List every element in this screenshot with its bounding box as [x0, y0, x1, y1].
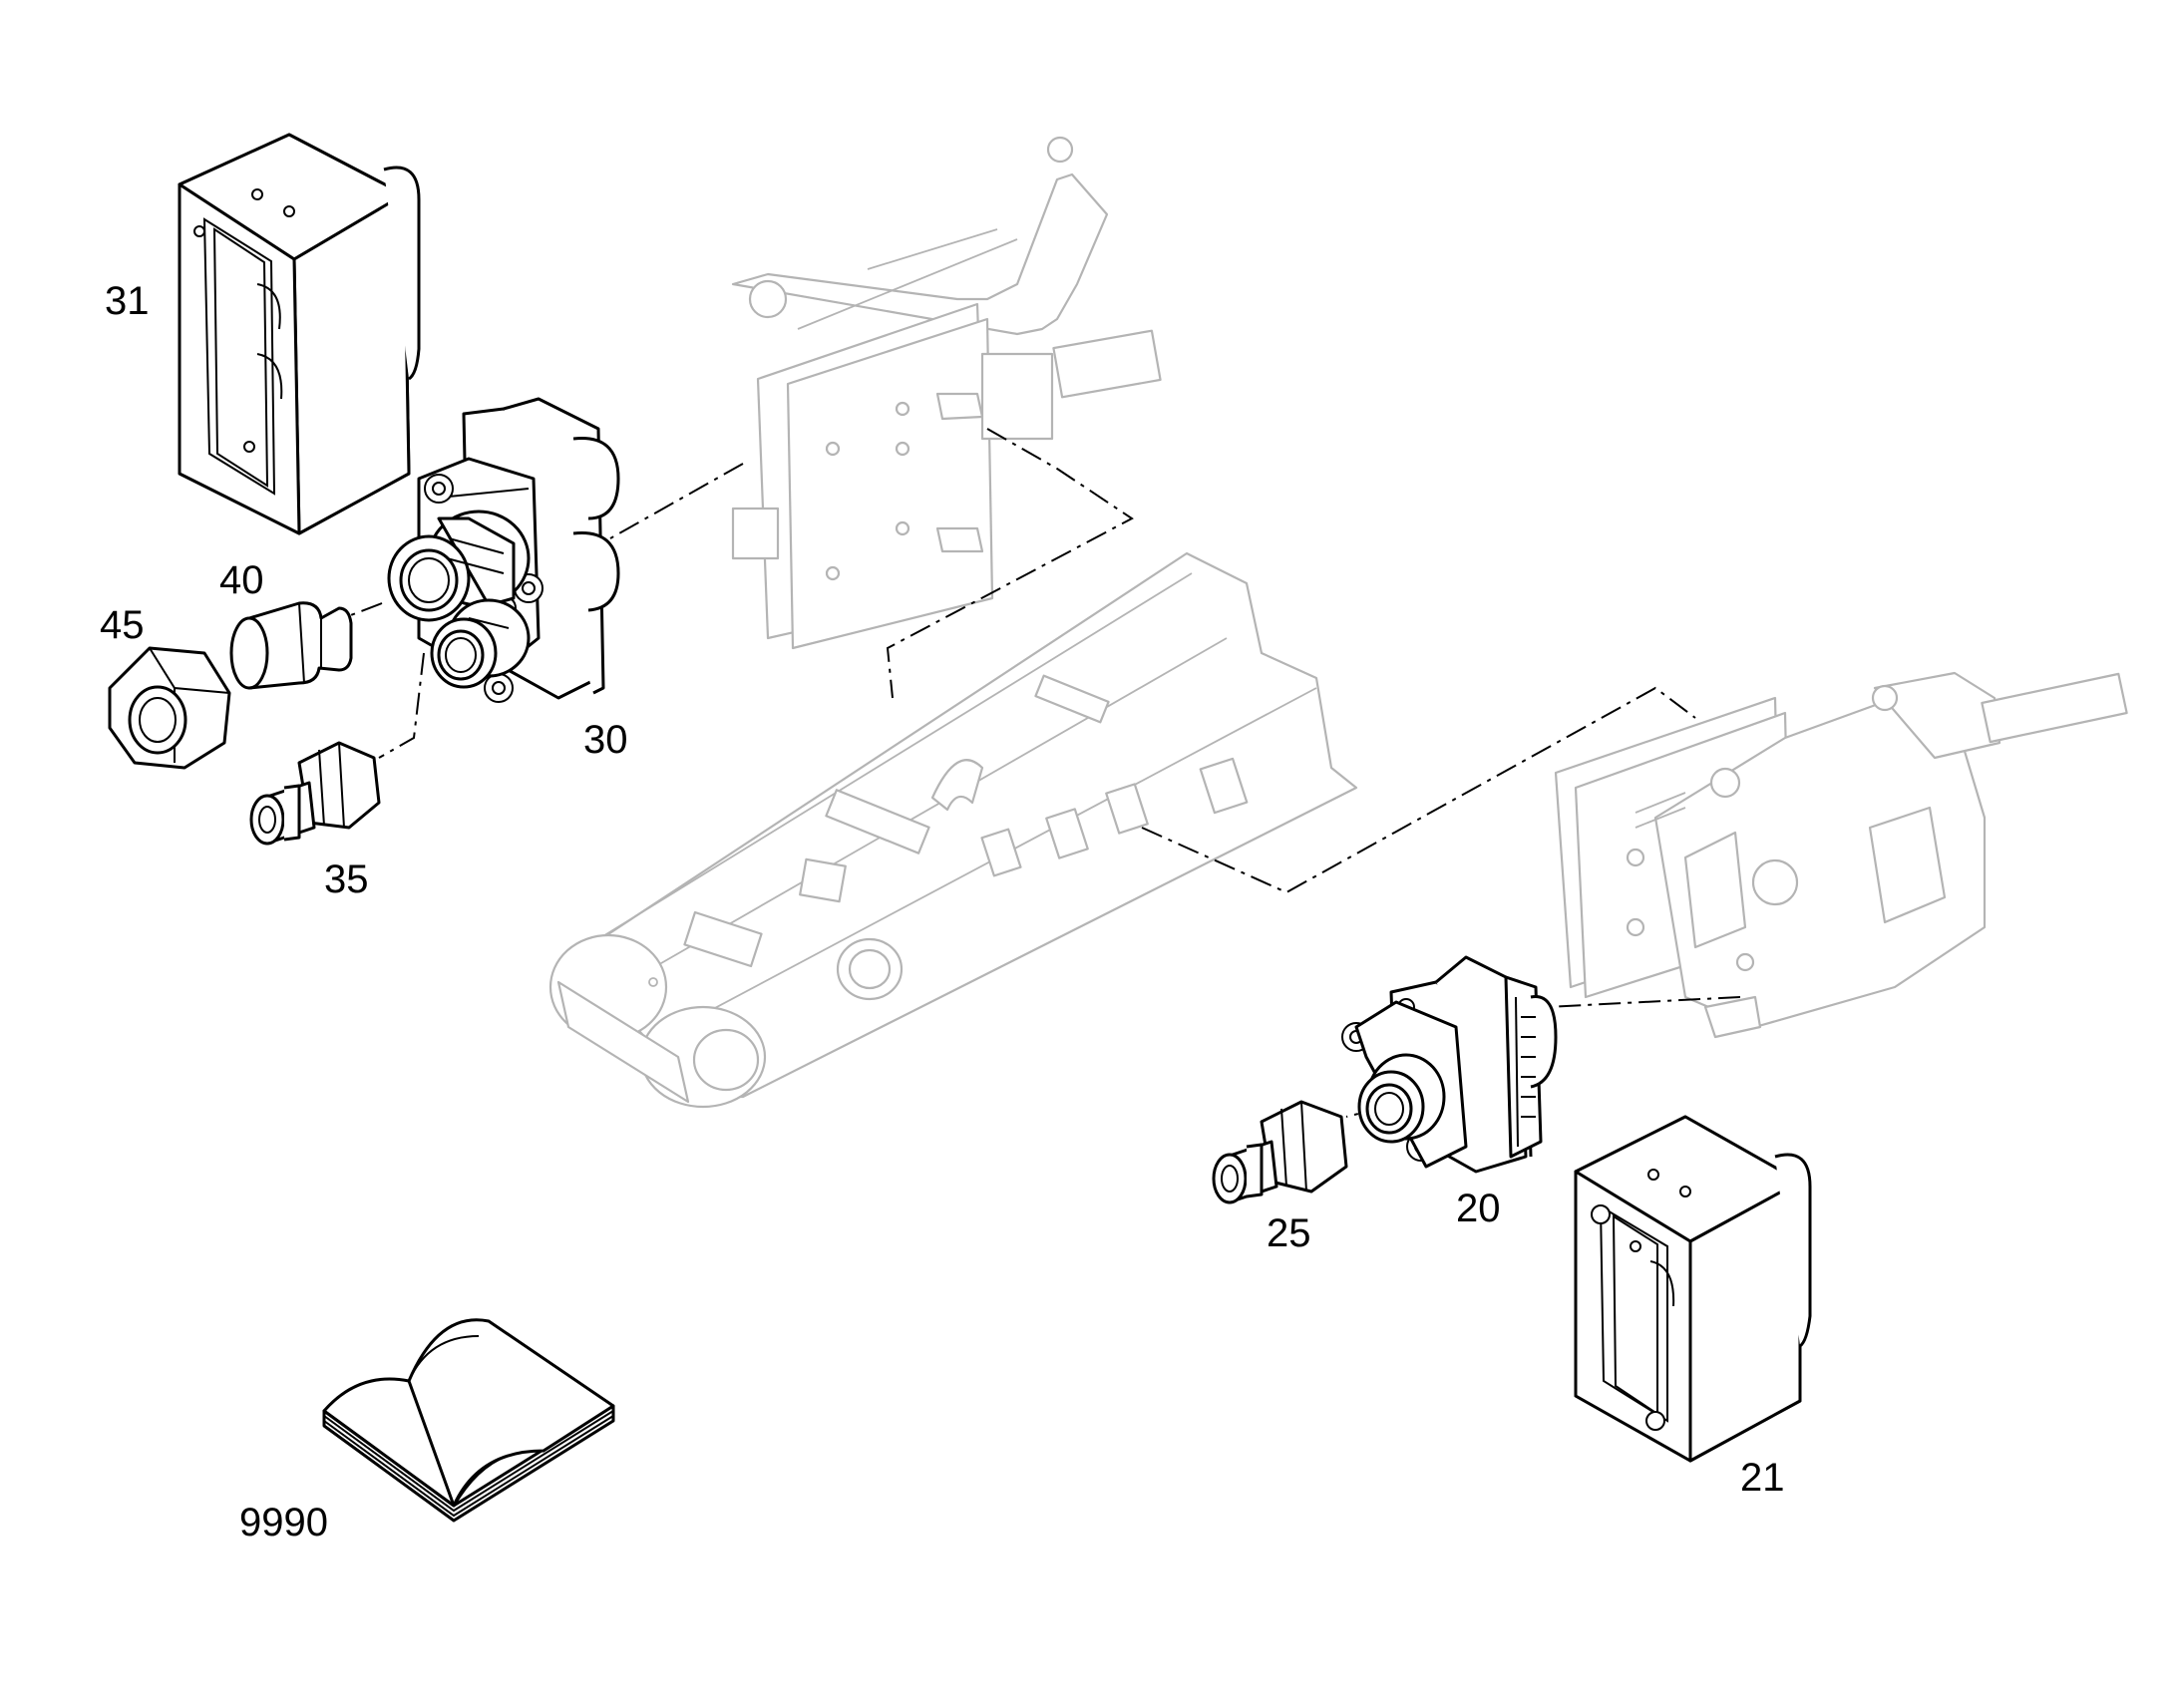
ghost-upper-mount	[731, 136, 1162, 650]
callout-21: 21	[1740, 1456, 1785, 1500]
ghost-arm	[548, 551, 1358, 1109]
callout-9990: 9990	[239, 1501, 328, 1544]
callout-45: 45	[100, 603, 145, 647]
part-45-hex-nut	[108, 646, 231, 770]
callout-20: 20	[1456, 1187, 1501, 1230]
ghost-assembly	[548, 136, 2128, 1109]
part-21-housing	[1574, 1115, 1812, 1463]
callout-40: 40	[219, 558, 264, 602]
part-20-single-coupling	[1341, 955, 1558, 1174]
part-31-housing	[178, 133, 421, 535]
part-35-nipple	[249, 741, 381, 846]
part-40-plug	[229, 601, 353, 690]
callout-25: 25	[1267, 1211, 1311, 1255]
callout-labels: 31 30 40 45 35 20 25 21 9990	[100, 279, 1785, 1544]
part-9990-booklet	[322, 1318, 615, 1523]
part-25-nipple	[1212, 1100, 1348, 1204]
callout-31: 31	[105, 279, 150, 323]
callout-35: 35	[324, 857, 369, 901]
callout-30: 30	[583, 718, 628, 762]
ghost-right-mount	[1554, 671, 2128, 1039]
part-30-double-coupling	[387, 397, 620, 703]
